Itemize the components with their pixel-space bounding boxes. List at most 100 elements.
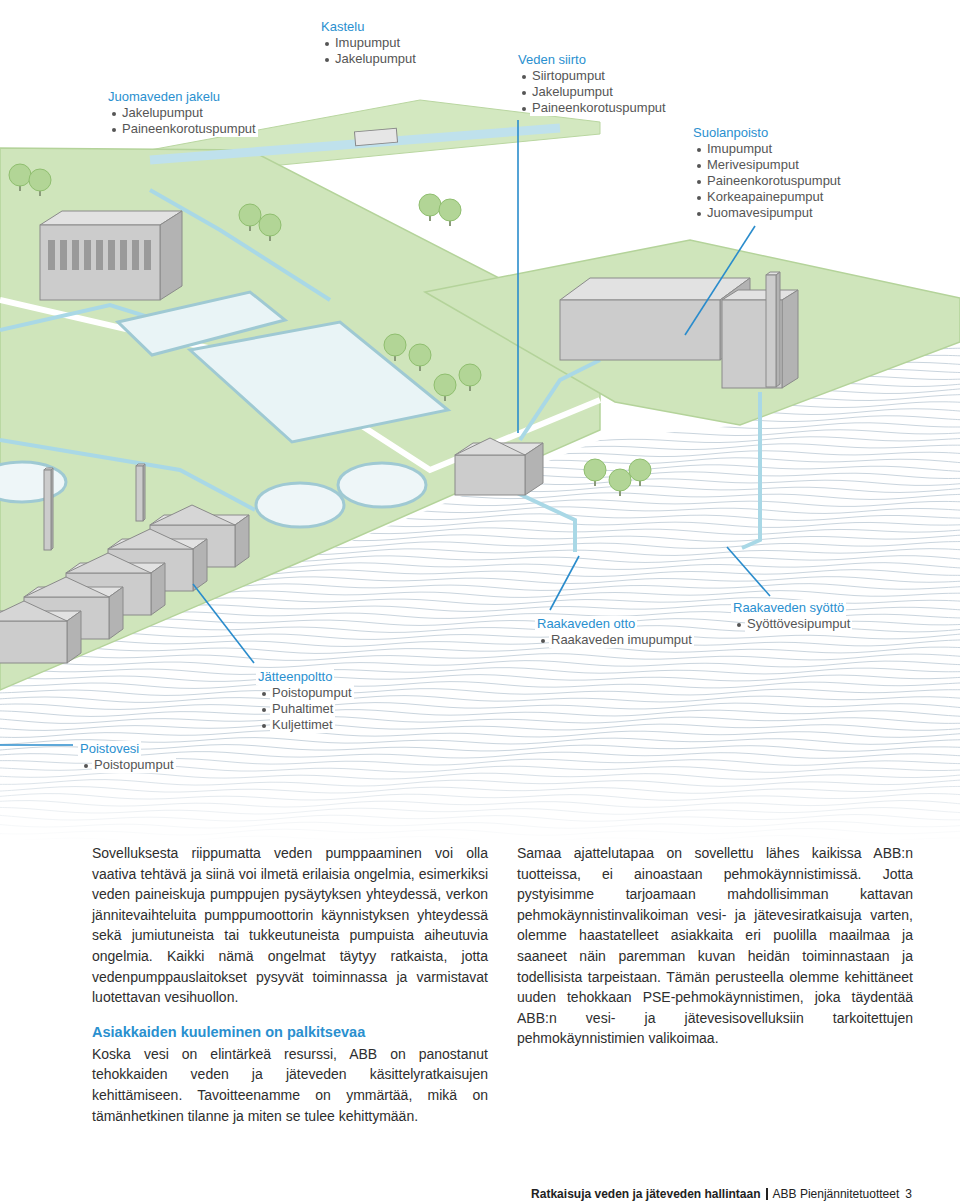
footer-text: ABB Pienjännitetuotteet <box>773 1186 900 1202</box>
tree <box>384 334 406 361</box>
bullet-dot <box>697 148 701 152</box>
callout: Raakaveden syöttöSyöttövesipumput <box>733 600 852 632</box>
tree <box>9 164 31 191</box>
body-paragraph: Sovelluksesta riippumatta veden pumppaam… <box>92 843 488 1008</box>
window <box>120 240 127 270</box>
tree <box>29 169 51 196</box>
tree <box>434 374 456 401</box>
leader-line <box>517 120 519 433</box>
callout-item: Korkeapainepumput <box>693 189 843 205</box>
window <box>72 240 79 270</box>
tree <box>259 214 281 241</box>
bullet-dot <box>262 724 266 728</box>
callout-text: Imupumput <box>705 141 774 157</box>
callout-text: Korkeapainepumput <box>705 189 825 205</box>
building <box>40 211 182 300</box>
crown <box>384 334 406 356</box>
callout-item: Syöttövesipumput <box>733 616 852 632</box>
roof <box>455 438 525 455</box>
wall <box>525 443 543 495</box>
tree <box>419 194 441 221</box>
trees <box>9 164 651 496</box>
wall <box>151 563 165 615</box>
callout-text: Poistopumput <box>92 757 176 773</box>
callout-text: Raakaveden imupumput <box>549 632 694 648</box>
bullet-dot <box>262 692 266 696</box>
callout-text: Puhaltimet <box>270 701 335 717</box>
crown <box>419 194 441 216</box>
building <box>0 601 81 663</box>
pipe <box>520 360 600 440</box>
separator-bar <box>766 1188 768 1200</box>
callout-text: Paineenkorotuspumput <box>705 173 843 189</box>
tree <box>629 459 651 486</box>
bullet-dot <box>697 164 701 168</box>
page-number: 3 <box>905 1186 912 1202</box>
leader-line <box>193 584 254 663</box>
callout-item: Imupumput <box>693 141 843 157</box>
wall <box>782 290 798 388</box>
window <box>84 240 91 270</box>
crown <box>239 204 261 226</box>
tree <box>239 204 261 231</box>
tree <box>584 459 606 486</box>
callout-item: Siirtopumput <box>518 68 668 84</box>
tree <box>459 364 481 391</box>
window <box>132 240 139 270</box>
pipe <box>515 492 575 552</box>
bullet-dot <box>522 75 526 79</box>
clarifier <box>256 483 344 527</box>
crown <box>29 169 51 191</box>
callout: SuolanpoistoImupumputMerivesipumputPaine… <box>693 125 843 221</box>
callout: PoistovesiPoistopumput <box>80 741 176 773</box>
callout-text: Syöttövesipumput <box>745 616 852 632</box>
callout-item: Poistopumput <box>80 757 176 773</box>
body-paragraph: Samaa ajattelutapaa on sovellettu lähes … <box>517 843 913 1049</box>
bullet-dot <box>737 623 741 627</box>
crown <box>409 344 431 366</box>
land-main <box>0 148 600 690</box>
clarifier <box>338 463 426 507</box>
callout-heading: Juomaveden jakelu <box>106 89 222 105</box>
pipe <box>150 190 330 300</box>
callout-heading: Jätteenpoltto <box>256 669 334 685</box>
callout-item: Puhaltimet <box>258 701 354 717</box>
page-footer: Ratkaisuja veden ja jäteveden hallintaan… <box>531 1186 912 1202</box>
leader-line <box>727 547 770 596</box>
callout-heading: Poistovesi <box>78 741 141 757</box>
window <box>96 240 103 270</box>
text-column: Sovelluksesta riippumatta veden pumppaam… <box>92 843 488 1126</box>
callout-item: Merivesipumput <box>693 157 843 173</box>
road <box>0 300 600 470</box>
bullet-dot <box>697 212 701 216</box>
window <box>144 240 151 270</box>
wall <box>766 275 776 387</box>
wall <box>193 539 207 591</box>
tree <box>439 199 461 226</box>
callout: KasteluImupumputJakelupumput <box>321 19 418 67</box>
leader-line <box>0 744 73 746</box>
callout: JätteenpolttoPoistopumputPuhaltimetKulje… <box>258 669 354 733</box>
callout-text: Siirtopumput <box>530 68 607 84</box>
leader-lines <box>0 120 770 745</box>
callout-text: Jakelupumput <box>333 51 418 67</box>
window <box>60 240 67 270</box>
callout: Juomaveden jakeluJakelupumputPaineenkoro… <box>108 89 258 137</box>
pipe <box>742 392 760 548</box>
callout-item: Paineenkorotuspumput <box>108 121 258 137</box>
wall <box>560 300 720 360</box>
crown <box>584 459 606 481</box>
building <box>136 464 145 521</box>
wall <box>160 211 182 300</box>
land <box>0 100 960 690</box>
callout-item: Jakelupumput <box>108 105 258 121</box>
callout-item: Paineenkorotuspumput <box>693 173 843 189</box>
callout-heading: Veden siirto <box>516 52 588 68</box>
wall <box>235 515 249 567</box>
crown <box>434 374 456 396</box>
callout-text: Kuljettimet <box>270 717 335 733</box>
callout-item: Paineenkorotuspumput <box>518 100 668 116</box>
bullet-dot <box>112 128 116 132</box>
building <box>44 468 53 550</box>
wall <box>0 621 67 663</box>
